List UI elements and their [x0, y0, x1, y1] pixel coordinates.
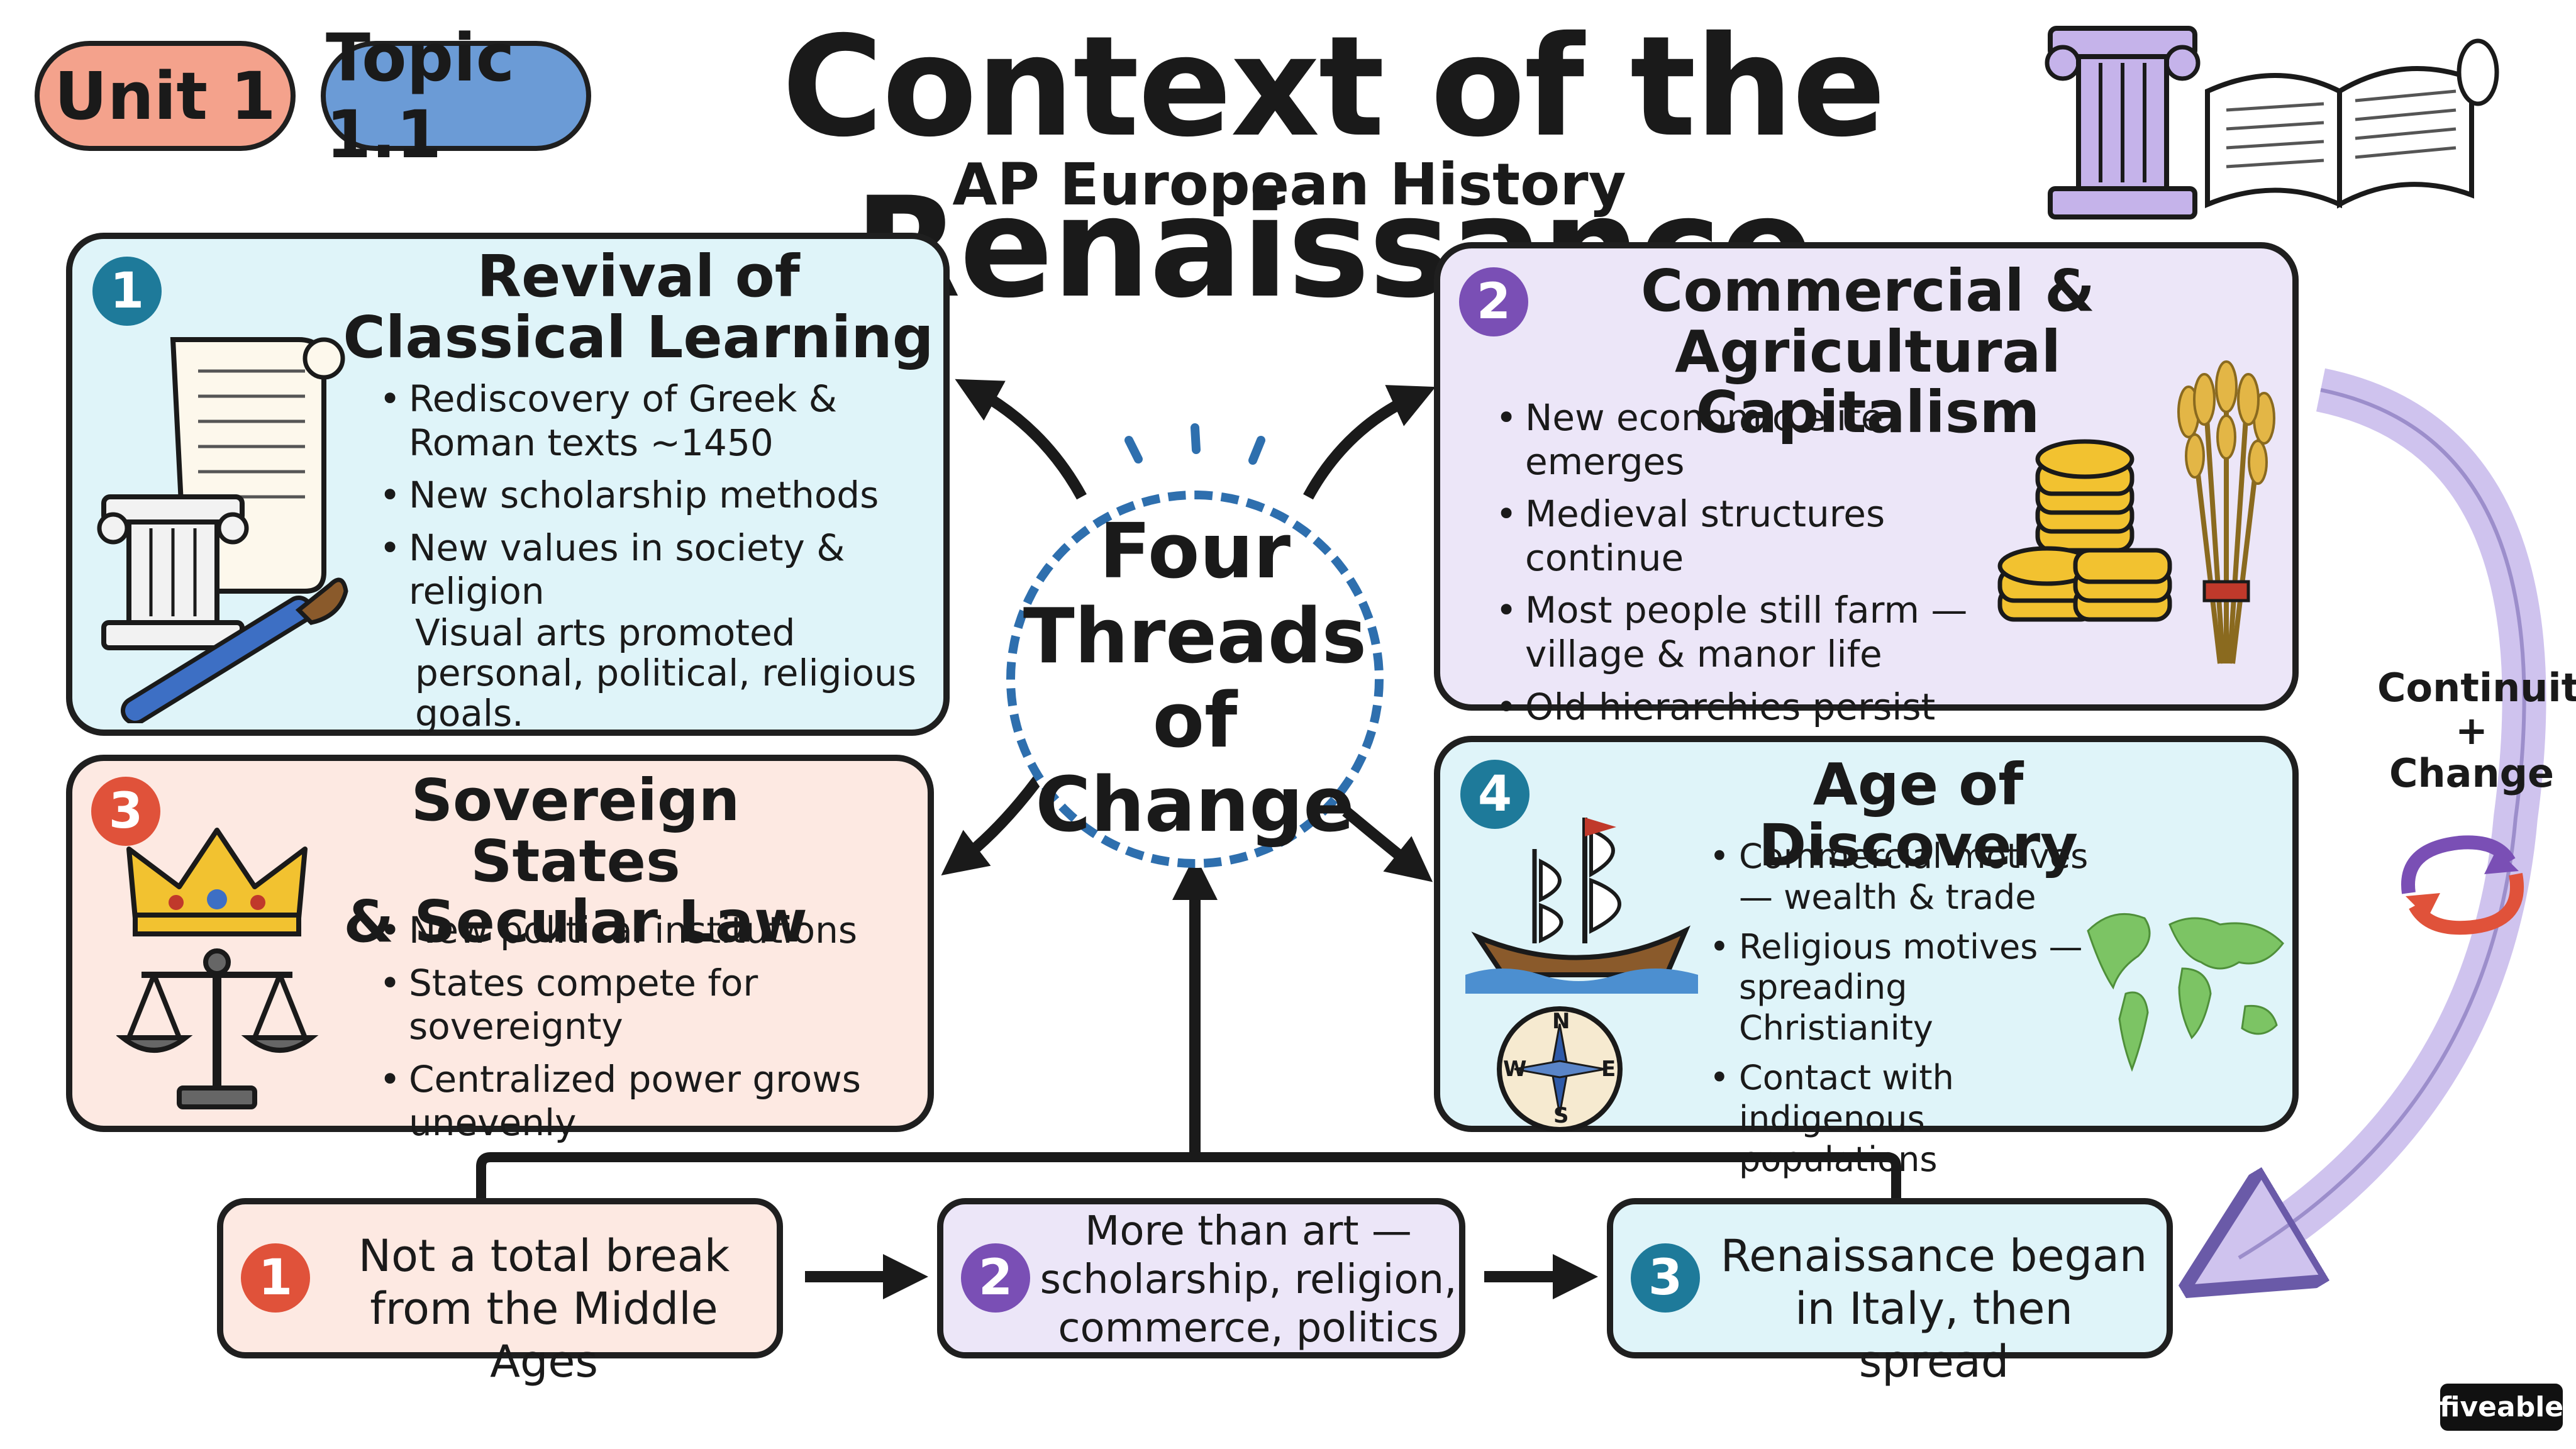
- card-age-of-discovery: 4 Age of Discovery Commercial motives — …: [1434, 736, 2299, 1179]
- arrow-to-card-2: [1303, 385, 1436, 500]
- continuity-line: Continuity: [2377, 665, 2576, 711]
- open-book-icon: [2205, 38, 2499, 209]
- bottom-line: More than art —: [1085, 1208, 1412, 1255]
- sparkle-marks: [1124, 423, 1265, 465]
- ship-icon: [1465, 818, 1698, 994]
- ship-compass-illustration: [1465, 818, 1698, 994]
- unit-label: Unit 1: [54, 57, 276, 135]
- bottom-line: Not a total break: [358, 1230, 730, 1282]
- bullet-item: New economic elite emerges: [1491, 396, 1994, 484]
- column-icon: [97, 494, 249, 650]
- card-title-line: Classical Learning: [343, 303, 934, 371]
- center-line: of Change: [1035, 677, 1355, 850]
- center-label: Four Threads of Change: [1015, 508, 1375, 850]
- bottom-number-badge: 2: [961, 1243, 1030, 1313]
- bottom-text: Renaissance began in Italy, then spread: [1714, 1230, 2154, 1388]
- bullet-item: Contact with indigenous populations: [1704, 1058, 2107, 1180]
- compass-east: E: [1601, 1057, 1616, 1082]
- bottom-line: Renaissance began: [1720, 1230, 2148, 1282]
- world-map-icon: [2087, 913, 2284, 1072]
- column-icon: [2045, 26, 2201, 219]
- card-title: Revival of Classical Learning: [336, 243, 940, 371]
- bullet-list: Rediscovery of Greek & Roman texts ~1450…: [374, 377, 928, 623]
- page-title: Context of the Renaissance: [782, 6, 1886, 328]
- bottom-text: More than art — scholarship, religion, c…: [1038, 1208, 1459, 1352]
- card-capitalism: 2 Commercial & Agricultural Capitalism N…: [1434, 242, 2299, 729]
- card-title-line: Sovereign States: [411, 767, 740, 895]
- crown-icon: [126, 828, 308, 936]
- card-sovereign-states: 3 Sovereign States & Secular Law New pol…: [66, 755, 934, 1144]
- bottom-line: from the Middle Ages: [370, 1283, 718, 1387]
- arrow-to-card-1: [955, 379, 1087, 500]
- compass-north: N: [1552, 1009, 1570, 1034]
- arrow-to-card-4: [1342, 807, 1433, 882]
- compass-icon: N S W E: [1497, 1006, 1623, 1132]
- card-title-line: Revival of: [477, 243, 800, 310]
- bottom-text: Not a total break from the Middle Ages: [324, 1230, 764, 1388]
- card-title-line: Commercial &: [1640, 257, 2096, 325]
- unit-pill: Unit 1: [35, 41, 296, 151]
- card-number-badge: 2: [1459, 267, 1528, 336]
- bullet-item: Religious motives — spreading Christiani…: [1704, 927, 2107, 1049]
- bottom-point-2: 2 More than art — scholarship, religion,…: [937, 1198, 1465, 1358]
- coins-wheat-illustration: [1997, 360, 2275, 664]
- bottom-bracket: [476, 1152, 1901, 1198]
- bottom-point-3: 3 Renaissance began in Italy, then sprea…: [1607, 1198, 2173, 1387]
- topic-pill: Topic 1.1: [321, 19, 591, 173]
- bullet-item: New values in society & religion: [374, 526, 928, 614]
- continuity-line: Change: [2389, 750, 2555, 797]
- bullet-item: States compete for sovereignty: [374, 962, 928, 1049]
- center-line: Four: [1099, 508, 1291, 596]
- wheat-icon: [2186, 368, 2267, 664]
- scales-icon: [116, 948, 319, 1109]
- center-circle: Four Threads of Change: [1006, 491, 1384, 868]
- column-book-illustration: [2045, 26, 2499, 219]
- continuity-change-label: Continuity + Change: [2377, 665, 2576, 797]
- topic-label: Topic 1.1: [326, 19, 515, 173]
- bottom-line: scholarship, religion,: [1040, 1256, 1457, 1303]
- bullet-item: Centralized power grows unevenly: [374, 1058, 928, 1145]
- continuity-line: +: [2455, 708, 2488, 754]
- bullet-item: Old hierarchies persist: [1491, 686, 1994, 730]
- paintbrush-icon: [121, 577, 348, 723]
- bullet-item: New scholarship methods: [374, 474, 928, 518]
- bottom-line: in Italy, then spread: [1795, 1283, 2073, 1387]
- arrow-to-card-3: [941, 776, 1043, 875]
- bottom-number-badge: 3: [1631, 1243, 1700, 1313]
- card-number-badge: 4: [1460, 760, 1530, 829]
- card-number-badge: 1: [92, 257, 162, 326]
- bullet-item: Most people still farm — village & manor…: [1491, 589, 1994, 676]
- bullet-list: New economic elite emerges Medieval stru…: [1491, 396, 1994, 738]
- cycle-arrows-icon: [2401, 835, 2524, 935]
- bullet-list: Commercial motives — wealth & trade Reli…: [1704, 836, 2107, 1189]
- bottom-line: commerce, politics: [1058, 1304, 1439, 1352]
- compass-west: W: [1503, 1057, 1527, 1082]
- compass-south: S: [1553, 1103, 1569, 1128]
- fiveable-logo: fiveable: [2440, 1384, 2563, 1431]
- card-number-badge: 3: [91, 777, 160, 846]
- crown-scales-illustration: [116, 828, 319, 1109]
- bottom-number-badge: 1: [241, 1243, 310, 1313]
- bottom-point-1: 1 Not a total break from the Middle Ages: [217, 1198, 783, 1387]
- visual-arts-note: Visual arts promoted personal, political…: [415, 611, 917, 735]
- bullet-list: New political institutions States compet…: [374, 909, 928, 1154]
- card-classical-learning: 1 Revival of Classical Learning Rediscov…: [66, 233, 950, 736]
- bullet-item: Medieval structures continue: [1491, 492, 1994, 580]
- bullet-item: New political institutions: [374, 909, 928, 953]
- page-subtitle: AP European History: [952, 151, 1626, 218]
- center-line: Threads: [1023, 592, 1367, 680]
- coin-stack-icon: [1997, 439, 2172, 622]
- scroll-column-brush-illustration: [97, 337, 348, 723]
- bullet-item: Rediscovery of Greek & Roman texts ~1450: [374, 377, 928, 465]
- bullet-item: Commercial motives — wealth & trade: [1704, 836, 2107, 918]
